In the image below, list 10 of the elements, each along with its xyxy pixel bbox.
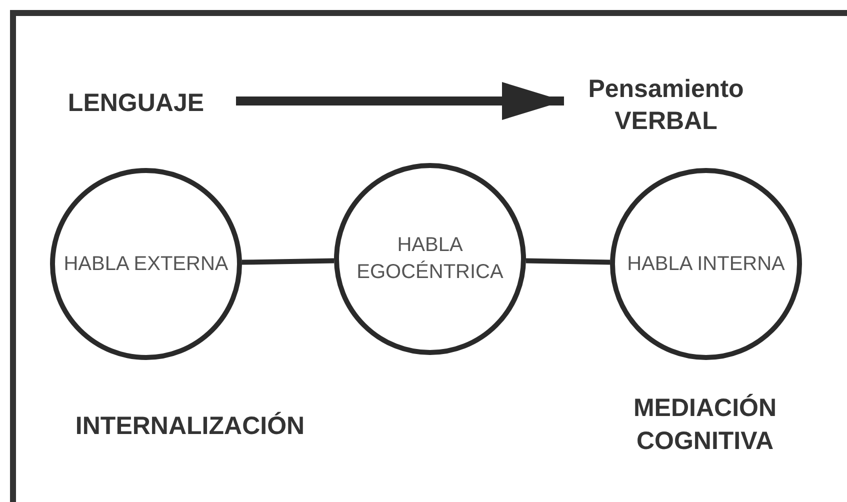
connector-line bbox=[526, 258, 610, 265]
heading-text: LENGUAJE bbox=[40, 85, 232, 121]
node-text: HABLA EXTERNA bbox=[64, 252, 228, 276]
arrow bbox=[236, 82, 564, 120]
caption-text: INTERNALIZACIÓN bbox=[74, 410, 306, 442]
connector-line bbox=[242, 258, 334, 265]
caption-text: MEDIACIÓN COGNITIVA bbox=[632, 392, 778, 456]
heading-text: Pensamiento VERBAL bbox=[566, 72, 766, 138]
node-text: HABLA EGOCÉNTRICA bbox=[356, 233, 504, 285]
node-text: HABLA INTERNA bbox=[627, 252, 785, 276]
